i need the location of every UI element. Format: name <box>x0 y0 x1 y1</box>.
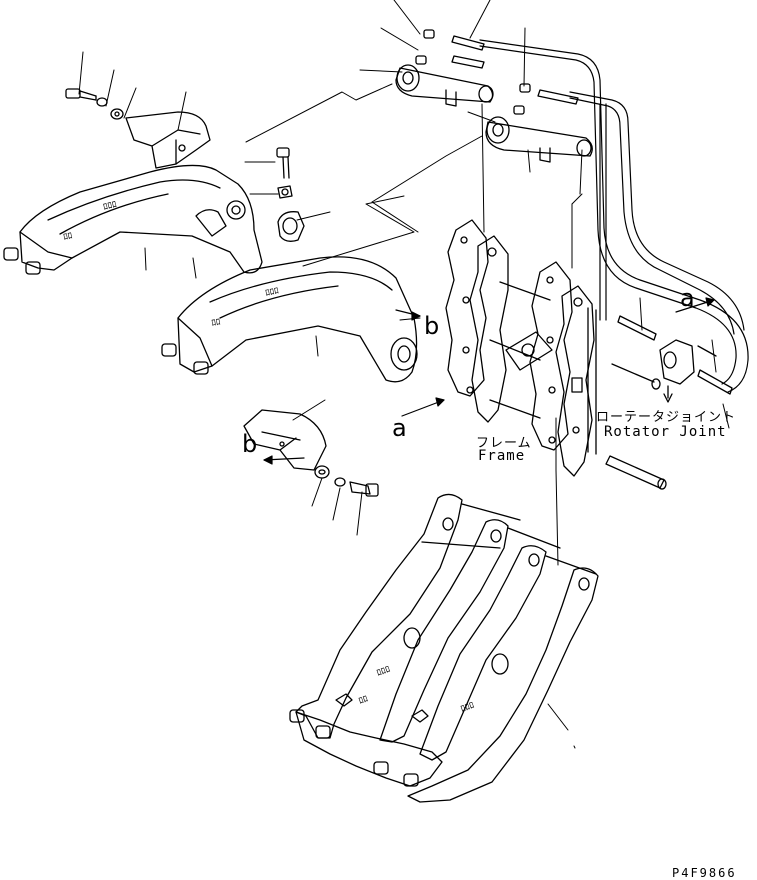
frame-label-jp: フレーム <box>476 436 532 451</box>
marker-arrows <box>263 297 715 465</box>
cover-lower-parts <box>243 409 379 497</box>
upper-left-arm: ﾛﾛﾛ ﾛﾛ <box>3 164 263 275</box>
svg-text:ﾛﾛﾛ: ﾛﾛﾛ <box>265 286 280 299</box>
svg-text:ﾛﾛﾛ: ﾛﾛﾛ <box>102 200 118 213</box>
hydraulic-hoses <box>479 39 749 393</box>
cover-upper-parts <box>65 88 211 169</box>
rotator-joint-label-en: Rotator Joint <box>604 424 727 440</box>
leader-lines <box>78 0 730 749</box>
drawing-code: P4F9866 <box>672 866 737 880</box>
rotator-joint-label-jp: ローテータジョイント <box>596 410 737 425</box>
rotator-joint <box>605 315 733 490</box>
upper-cylinder <box>395 29 494 107</box>
frame-assembly <box>445 219 597 477</box>
bottom-bucket: ﾛﾛﾛ ﾛﾛﾛ ﾛﾛ <box>289 493 599 803</box>
marker-a-left: a <box>392 414 407 442</box>
marker-a-right: a <box>680 284 695 312</box>
connection-lines <box>245 83 583 566</box>
frame-label-en: Frame <box>478 448 526 464</box>
svg-text:ﾛﾛ: ﾛﾛ <box>358 694 370 706</box>
marker-b-bottom: b <box>242 430 258 458</box>
lower-cylinder <box>485 83 593 163</box>
svg-text:ﾛﾛﾛ: ﾛﾛﾛ <box>376 665 392 679</box>
marker-b-top: b <box>424 312 440 340</box>
svg-text:ﾛﾛ: ﾛﾛ <box>63 231 74 243</box>
lower-left-arm: ﾛﾛﾛ ﾛﾛ <box>161 256 418 383</box>
svg-text:ﾛﾛ: ﾛﾛ <box>211 318 222 329</box>
center-hardware <box>276 147 305 242</box>
svg-text:ﾛﾛﾛ: ﾛﾛﾛ <box>460 701 476 715</box>
